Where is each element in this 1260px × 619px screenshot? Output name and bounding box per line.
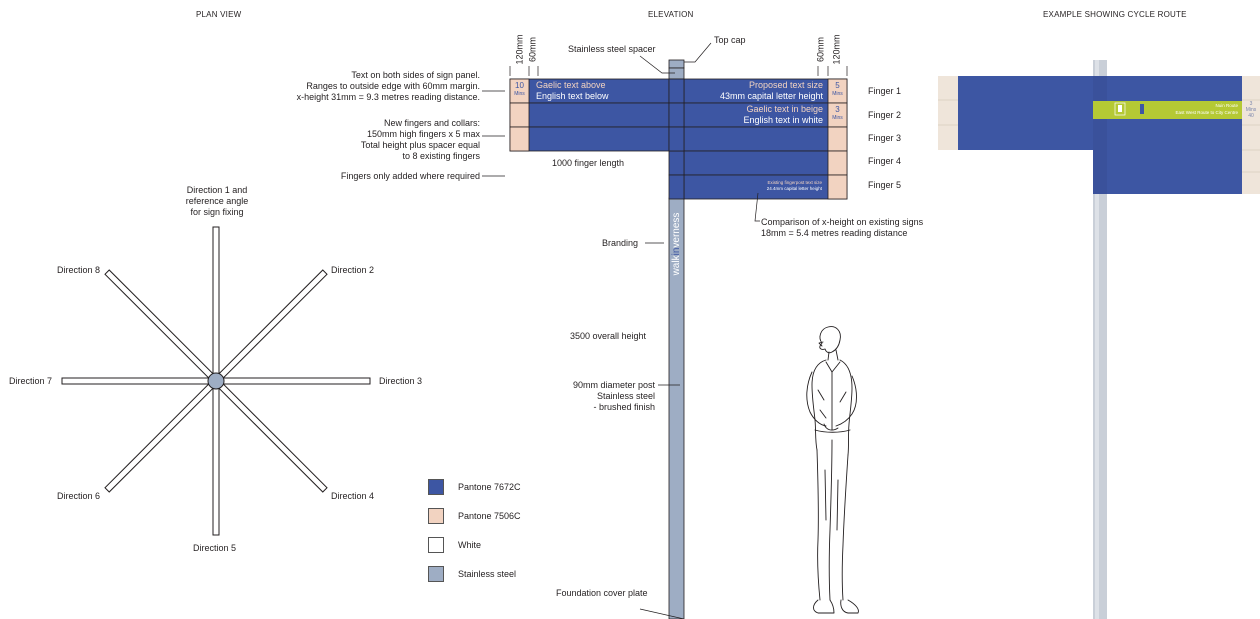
- finger-1-left-gaelic: Gaelic text above: [536, 80, 606, 90]
- direction-7-label: Direction 7: [9, 376, 53, 386]
- top-dimension-ticks: [509, 66, 848, 76]
- foundation-label: Foundation cover plate: [556, 588, 648, 598]
- finger-length-label: 1000 finger length: [552, 158, 625, 168]
- finger-2-left: [509, 102, 670, 128]
- direction-4-label: Direction 4: [331, 491, 375, 501]
- example-right-time: 3 Mins 40: [1245, 101, 1257, 119]
- finger-4-label: Finger 4: [868, 156, 902, 166]
- finger-1-right-time: 5 Mins: [832, 81, 843, 97]
- branding-label: Branding: [602, 238, 639, 248]
- foundation-leader: [639, 608, 685, 619]
- finger-1-left-time: 10 Mins: [514, 81, 525, 97]
- finger-5-label: Finger 5: [868, 180, 902, 190]
- finger-2-right-time: 3 Mins: [832, 105, 843, 121]
- spacer-label: Stainless steel spacer: [568, 44, 656, 54]
- post-hub: [207, 372, 225, 390]
- example-route-panel: [1093, 101, 1242, 119]
- example-right-fingers: [1107, 76, 1242, 194]
- finger-3-right: [683, 126, 848, 152]
- legend-swatch-blue: [428, 479, 444, 495]
- legend-swatch-beige: [428, 508, 444, 524]
- finger-1-right-line2: 43mm capital letter height: [719, 91, 823, 101]
- legend-label-blue: Pantone 7672C: [458, 482, 521, 492]
- plan-view-title: PLAN VIEW: [196, 10, 242, 19]
- example-route-line2: East West Route to City Centre: [1175, 110, 1238, 115]
- direction-1-label: Direction 1 and reference angle for sign…: [185, 185, 249, 217]
- example-right-beige-edge: [1242, 76, 1260, 194]
- legend-label-white: White: [458, 540, 482, 550]
- direction-8-label: Direction 8: [57, 265, 101, 275]
- text-note: Text on both sides of sign panel. Ranges…: [296, 70, 480, 102]
- topcap-leader: [684, 42, 712, 63]
- finger-5-line1: Existing fingerpost text size: [767, 180, 822, 185]
- comparison-note: Comparison of x-height on existing signs…: [761, 217, 924, 238]
- finger-5-line2: 24.4mm capital letter height: [766, 186, 822, 191]
- example-route-line1: Nuin Route: [1215, 103, 1238, 108]
- direction-6-label: Direction 6: [57, 491, 101, 501]
- spacer-leader: [639, 55, 675, 74]
- post-note: 90mm diameter post Stainless steel - bru…: [572, 380, 655, 412]
- finger-2-right: [683, 102, 848, 128]
- fingers-added-note: Fingers only added where required: [340, 171, 480, 181]
- finger-3-left-cap: [509, 126, 530, 152]
- direction-3-label: Direction 3: [379, 376, 423, 386]
- finger-1-left-english: English text below: [536, 91, 609, 101]
- fingers-note: New fingers and collars: 150mm high fing…: [360, 118, 480, 161]
- finger-1-left: [509, 78, 670, 104]
- finger-1-right-line1: Proposed text size: [748, 80, 823, 90]
- example-left-beige-edge: [938, 76, 960, 150]
- finger-2-right-line2: English text in white: [743, 115, 823, 125]
- finger-5-left-stub: [668, 174, 685, 200]
- finger-5-right-cap: [827, 174, 848, 200]
- finger-2-label: Finger 2: [868, 110, 902, 120]
- example-route-icon: [1118, 105, 1122, 112]
- legend-swatch-white: [428, 537, 444, 553]
- example-title: EXAMPLE SHOWING CYCLE ROUTE: [1043, 10, 1187, 19]
- example-route-icon-box: [1114, 102, 1126, 116]
- legend-swatch-steel: [428, 566, 444, 582]
- example-left-fingers: [958, 76, 1093, 150]
- direction-5-label: Direction 5: [193, 543, 237, 553]
- finger-1-label: Finger 1: [868, 86, 902, 96]
- top-cap-label: Top cap: [714, 35, 746, 45]
- finger-3-left: [509, 126, 670, 152]
- finger-2-right-line1: Gaelic text in beige: [746, 104, 823, 114]
- finger-3-label: Finger 3: [868, 133, 902, 143]
- elevation-title: ELEVATION: [648, 10, 694, 19]
- overall-height-label: 3500 overall height: [570, 331, 647, 341]
- collar-3: [668, 126, 685, 152]
- direction-2-label: Direction 2: [331, 265, 375, 275]
- legend-label-steel: Stainless steel: [458, 569, 517, 579]
- comparison-leader: [754, 192, 760, 222]
- legend-label-beige: Pantone 7506C: [458, 511, 521, 521]
